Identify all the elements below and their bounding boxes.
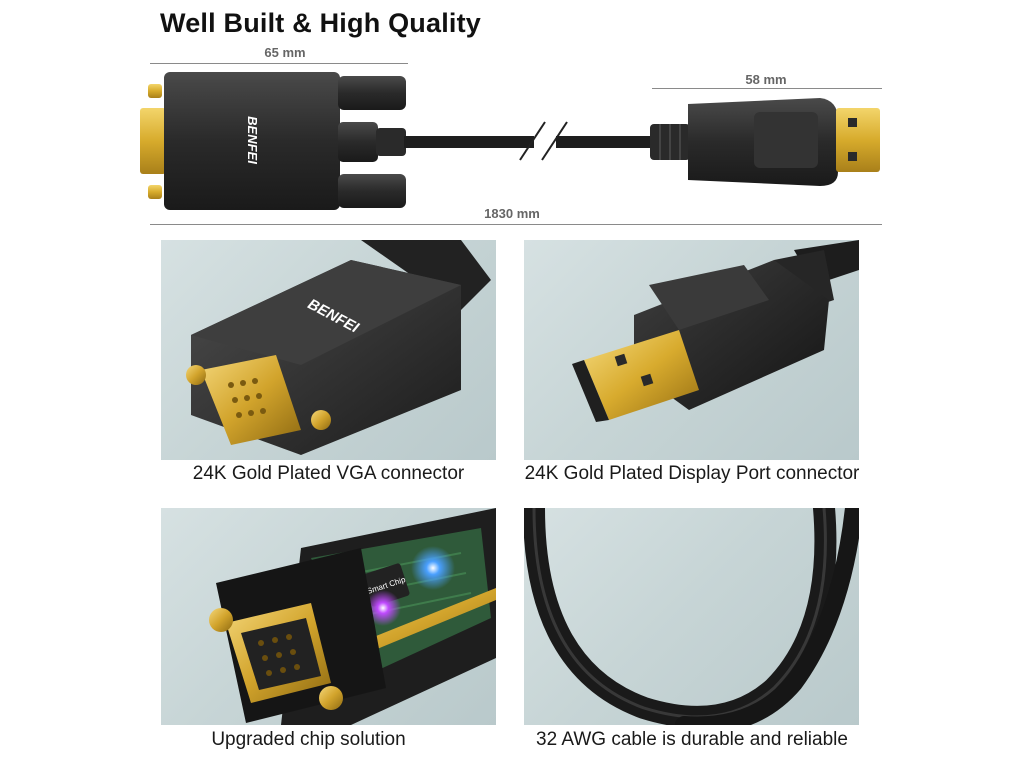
dp-length-label: 58 mm bbox=[745, 72, 787, 87]
vga-length-line bbox=[150, 63, 408, 64]
caption-dp-connector: 24K Gold Plated Display Port connector bbox=[524, 463, 860, 484]
page-title: Well Built & High Quality bbox=[160, 8, 482, 38]
caption-vga-connector: 24K Gold Plated VGA connector bbox=[192, 463, 465, 484]
dp-latch-button bbox=[754, 112, 818, 168]
led-purple-icon bbox=[365, 590, 401, 626]
caption-cable: 32 AWG cable is durable and reliable bbox=[536, 729, 848, 750]
thumbscrew-top-icon bbox=[338, 76, 406, 110]
vga-housing bbox=[164, 72, 340, 210]
thumbscrew-bottom-icon bbox=[338, 174, 406, 208]
caption-chip: Upgraded chip solution bbox=[211, 729, 406, 750]
vga-strain-relief bbox=[338, 122, 378, 162]
cable-left bbox=[404, 136, 534, 148]
dp-gold-plug-icon-3d bbox=[584, 330, 699, 420]
cable-break-icon bbox=[519, 121, 546, 161]
led-blue-icon bbox=[411, 546, 455, 590]
cable-right bbox=[556, 136, 656, 148]
vga-screw-icon bbox=[186, 365, 206, 385]
panel-cable bbox=[524, 508, 859, 725]
panel-dp-connector bbox=[524, 240, 859, 460]
panel-chip: Smart Chip bbox=[161, 508, 496, 725]
vga-screw-icon-2 bbox=[209, 608, 233, 632]
dp-length-line bbox=[652, 88, 882, 89]
vga-gold-plug-icon bbox=[140, 108, 166, 174]
vga-screw-bottom-icon bbox=[148, 185, 162, 199]
cable-diagram: BENFEI bbox=[140, 72, 880, 210]
vga-gold-shell-icon bbox=[201, 355, 301, 445]
brand-logo: BENFEI bbox=[245, 116, 260, 164]
panel-vga-connector: BENFEI bbox=[161, 240, 496, 460]
total-length-line bbox=[150, 224, 882, 225]
dp-latch-3d bbox=[649, 265, 769, 330]
dp-gold-plug-icon bbox=[836, 108, 880, 172]
vga-screw-top-icon bbox=[148, 84, 162, 98]
total-length-label: 1830 mm bbox=[484, 206, 540, 221]
vga-length-label: 65 mm bbox=[264, 45, 306, 60]
